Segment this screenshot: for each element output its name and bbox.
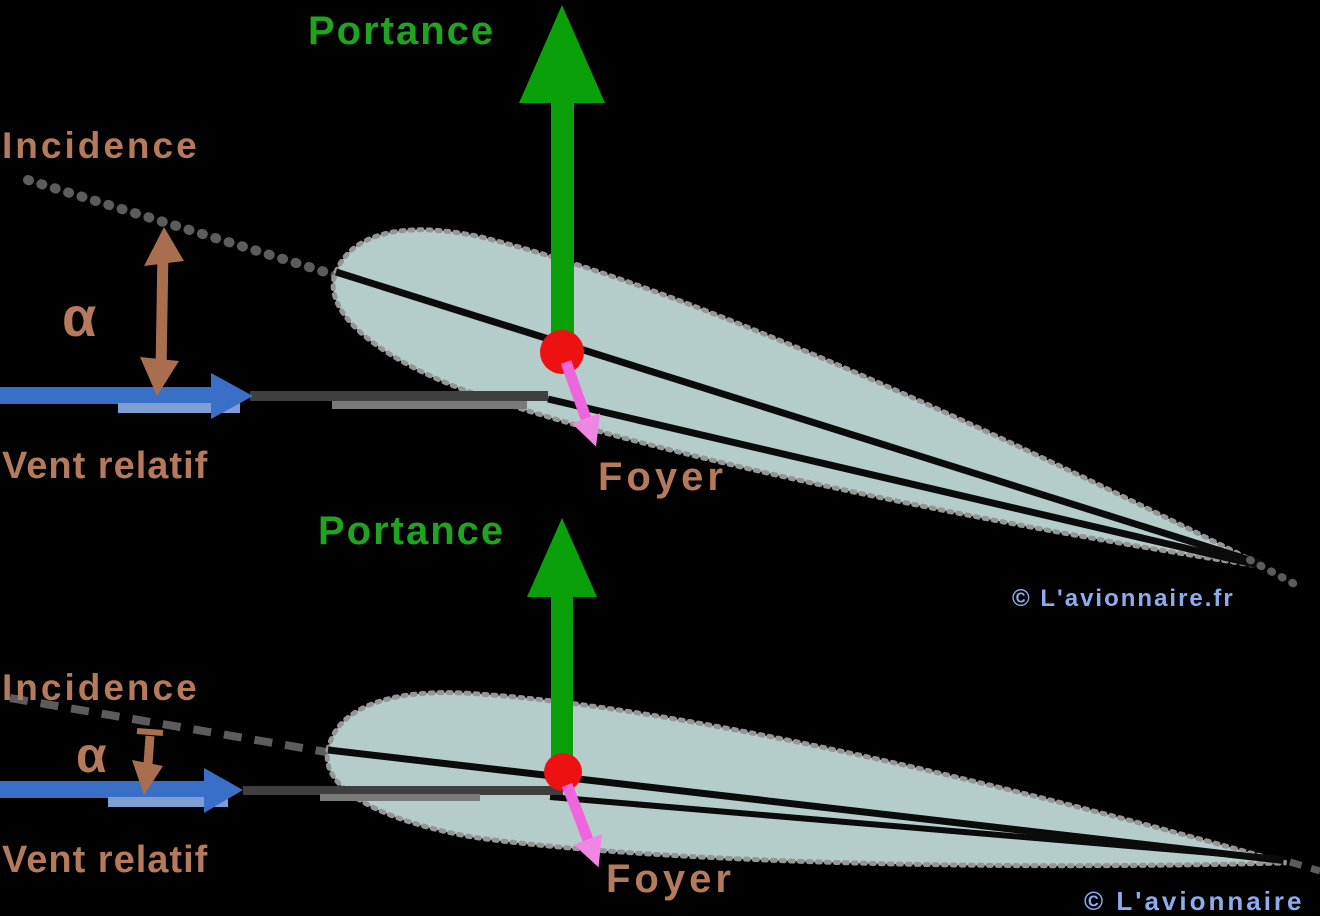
alpha-angle-arrow [132, 728, 164, 795]
chord-line [327, 746, 1285, 865]
relative-wind-arrow [0, 373, 253, 419]
lift-arrowhead-icon [527, 518, 597, 597]
relative-wind-arrow-stripe [108, 797, 228, 807]
alpha-symbol: α [76, 727, 107, 783]
relative-wind-arrow [0, 768, 243, 813]
focus-pink-arrow [561, 783, 602, 868]
alpha-angle-arrow [140, 227, 184, 396]
wind-line-through-focus [547, 395, 1263, 570]
chord-extension-dots [1246, 556, 1304, 591]
lift-arrow-shaft [551, 90, 574, 358]
alpha-symbol: α [62, 285, 96, 348]
lift-arrow [519, 5, 605, 358]
incidence-label: Incidence [2, 667, 200, 708]
relative-wind-line [250, 391, 548, 401]
relative-wind-arrow-stripe [118, 403, 240, 413]
relative-wind-line-shadow [320, 794, 480, 801]
wind-line-through-focus [549, 794, 1284, 862]
lift-label: Portance [308, 9, 495, 53]
relative-wind-arrowhead-icon [204, 768, 243, 813]
lift-label: Portance [318, 509, 505, 553]
relative-wind-line [243, 786, 563, 795]
relative-wind-arrow-shaft [0, 781, 205, 798]
lift-arrow [527, 518, 597, 775]
alpha-arrowhead-up-icon [144, 227, 184, 266]
relative-wind-line-shadow [332, 401, 527, 409]
airfoil-group [330, 227, 1267, 570]
chord-line [334, 268, 1265, 568]
focus-label: Foyer [598, 455, 727, 499]
incidence-label: Incidence [2, 125, 200, 166]
focus-pink-arrow [560, 360, 601, 447]
focus-point [540, 330, 584, 374]
alpha-arrowhead-down-icon [140, 357, 179, 396]
watermark-bottom: © L'avionnaire [1084, 886, 1305, 916]
relative-wind-arrow-shaft [0, 387, 212, 404]
focus-label: Foyer [606, 857, 735, 901]
diagram-low-incidence: Portance Incidence α Vent relatif Foyer … [0, 509, 1320, 916]
focus-point [544, 753, 582, 791]
lift-arrow-shaft [551, 590, 573, 775]
incidence-dashed-line [9, 694, 333, 757]
relative-wind-label: Vent relatif [2, 839, 208, 881]
alpha-arrowhead-down-icon [132, 760, 163, 795]
incidence-dotted-line [23, 175, 343, 281]
lift-arrowhead-icon [519, 5, 605, 103]
relative-wind-label: Vent relatif [2, 445, 208, 487]
watermark-top: © L'avionnaire.fr [1012, 585, 1235, 612]
chord-extension-dashes [1288, 858, 1320, 875]
relative-wind-arrowhead-icon [211, 373, 253, 419]
diagram-high-incidence: Portance Incidence α Vent relatif Foyer … [0, 5, 1304, 612]
